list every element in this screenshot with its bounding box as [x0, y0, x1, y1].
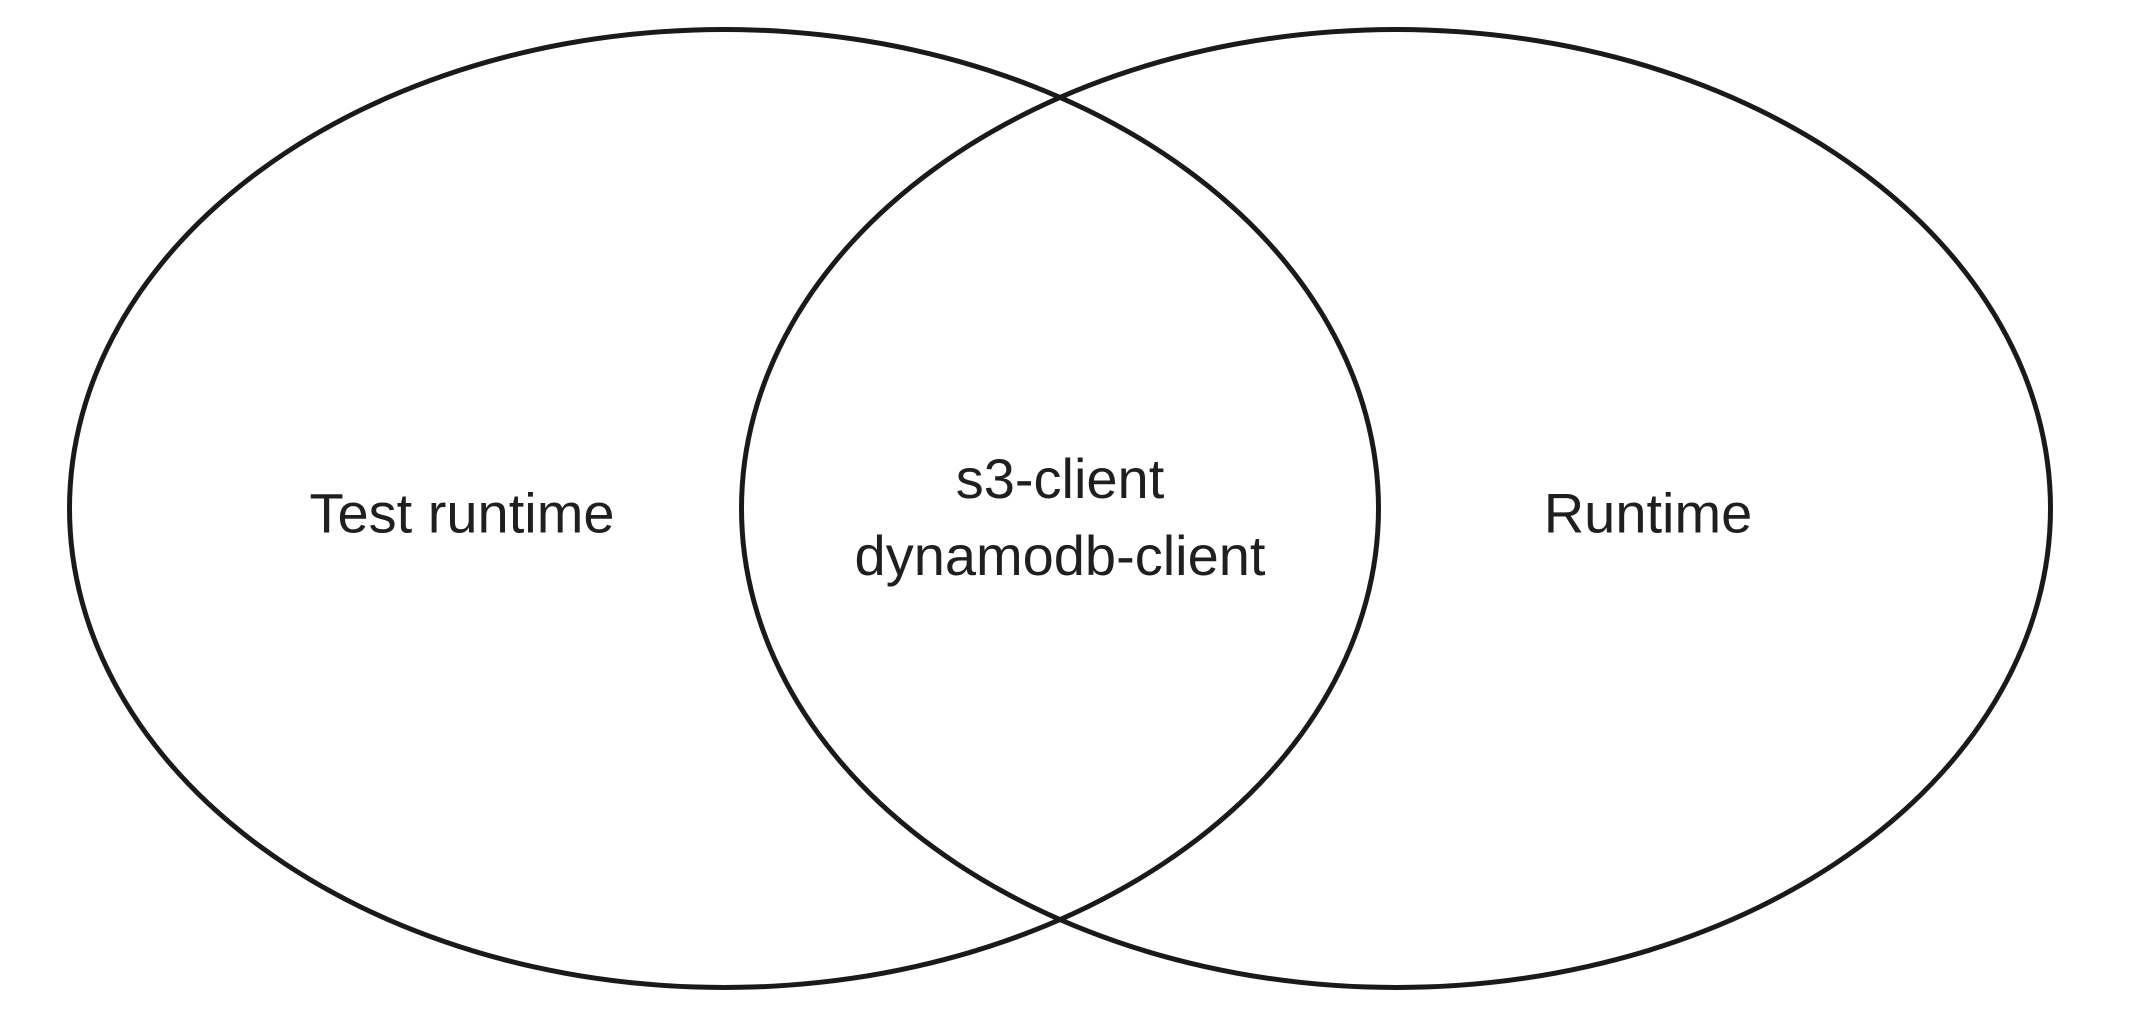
intersection-item-s3-client: s3-client [955, 447, 1165, 510]
right-set-ellipse [739, 27, 2053, 990]
right-set-label: Runtime [1543, 481, 1753, 545]
left-set-label: Test runtime [309, 481, 615, 545]
intersection-label: s3-client dynamodb-client [855, 440, 1266, 594]
intersection-item-dynamodb-client: dynamodb-client [854, 524, 1266, 587]
